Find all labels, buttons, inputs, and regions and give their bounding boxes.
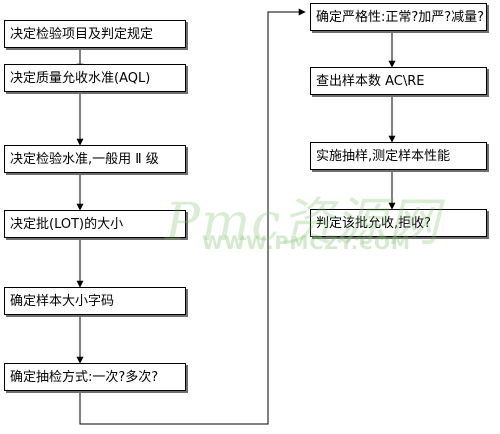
step-define-inspection-level: 决定检验水准,一般用 Ⅱ 级 <box>4 145 186 173</box>
column-link-connector <box>79 8 306 425</box>
step-sample-size-code: 确定样本大小字码 <box>4 287 186 315</box>
step-define-aql: 决定质量允收水准(AQL) <box>4 64 186 92</box>
step-define-lot-size: 决定批(LOT)的大小 <box>4 210 186 238</box>
step-sampling-plan-type: 确定抽检方式:一次?多次? <box>4 363 186 391</box>
step-severity-level: 确定严格性:正常?加严?减量? <box>310 3 487 31</box>
step-lookup-sample-ac-re: 查出样本数 AC\RE <box>310 67 487 95</box>
step-perform-sampling: 实施抽样,测定样本性能 <box>310 142 487 170</box>
step-lot-decision: 判定该批允收,拒收? <box>310 209 487 237</box>
step-define-inspection-items: 决定检验项目及判定规定 <box>4 20 186 48</box>
